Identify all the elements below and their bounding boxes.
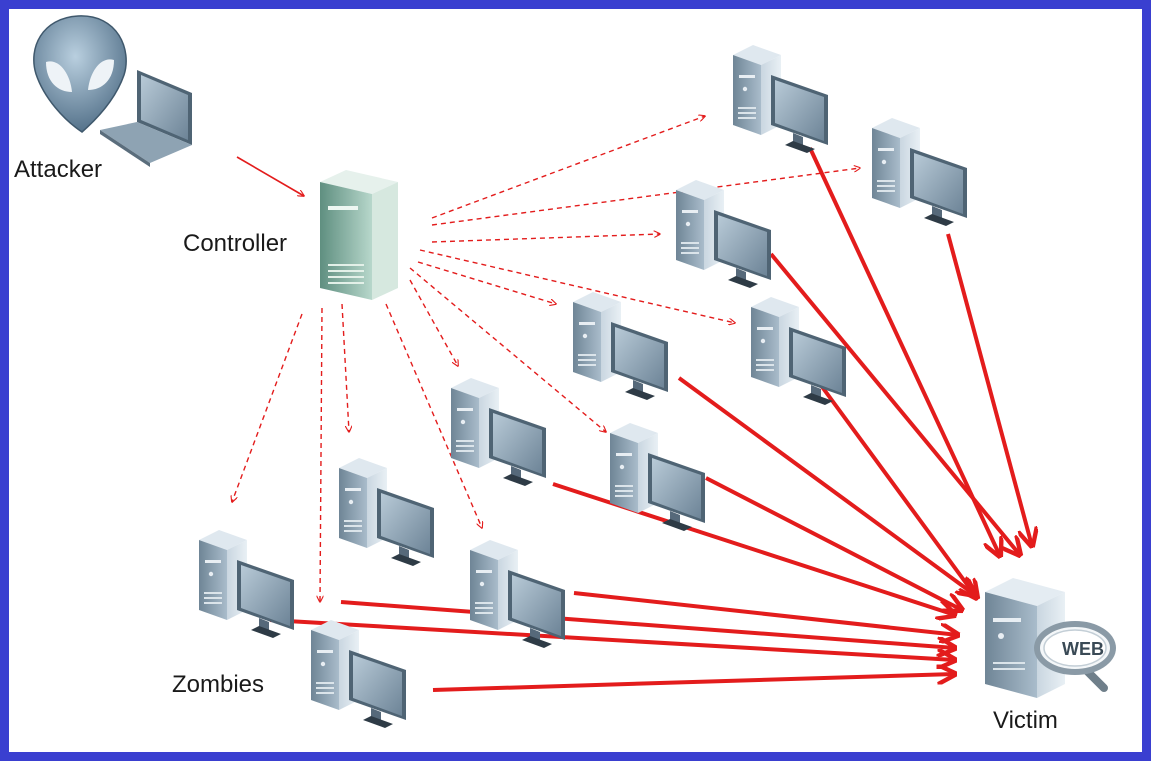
diagram-canvas: WEB Attacker Controller Zombies Victim bbox=[9, 9, 1142, 752]
victim-label: Victim bbox=[993, 707, 1058, 734]
zombie-computer-icon bbox=[610, 423, 705, 531]
dashed-arrow bbox=[341, 303, 349, 432]
attack-arrows bbox=[269, 147, 1032, 692]
zombie-computer-icon bbox=[733, 45, 828, 153]
diagram-svg: WEB bbox=[33, 15, 1116, 728]
zombies-label: Zombies bbox=[172, 671, 265, 698]
dashed-arrow bbox=[431, 168, 860, 226]
attack-arrow bbox=[269, 618, 955, 660]
dashed-arrow bbox=[409, 279, 458, 366]
attack-arrow bbox=[818, 382, 977, 598]
zombie-computers bbox=[199, 45, 967, 728]
laptop-icon bbox=[100, 70, 192, 167]
zombie-computer-icon bbox=[872, 118, 967, 226]
attacker-label: Attacker bbox=[14, 156, 103, 183]
attack-arrow bbox=[769, 252, 1020, 555]
zombie-computer-icon bbox=[676, 180, 771, 288]
magnifier-icon: WEB bbox=[1034, 621, 1116, 692]
zombie-computer-icon bbox=[751, 297, 846, 405]
web-badge-text: WEB bbox=[1062, 639, 1104, 659]
attack-arrow bbox=[432, 674, 955, 692]
zombie-computer-icon bbox=[311, 620, 406, 728]
dashed-arrow bbox=[409, 267, 606, 432]
zombie-computer-icon bbox=[573, 292, 668, 400]
dashed-arrow bbox=[431, 234, 660, 243]
zombie-computer-icon bbox=[451, 378, 546, 486]
attacker-node bbox=[33, 15, 192, 167]
attacker-arrow bbox=[236, 156, 304, 196]
attack-arrow bbox=[946, 233, 1032, 546]
dashed-arrow bbox=[232, 313, 303, 502]
attack-arrow bbox=[677, 376, 975, 595]
controller-label: Controller bbox=[183, 230, 288, 257]
controller-server-icon bbox=[320, 170, 398, 300]
attack-arrow bbox=[340, 600, 955, 648]
dashed-arrow bbox=[417, 261, 556, 304]
zombie-computer-icon bbox=[339, 458, 434, 566]
dashed-arrow bbox=[320, 307, 322, 602]
dashed-arrow bbox=[431, 116, 705, 219]
attack-arrow bbox=[705, 476, 962, 610]
zombie-computer-icon bbox=[199, 530, 294, 638]
dashed-arrows bbox=[232, 116, 860, 602]
dashed-arrow bbox=[385, 303, 482, 528]
attack-arrow bbox=[808, 147, 1000, 556]
alien-icon bbox=[33, 15, 127, 133]
attack-arrow bbox=[573, 591, 958, 635]
